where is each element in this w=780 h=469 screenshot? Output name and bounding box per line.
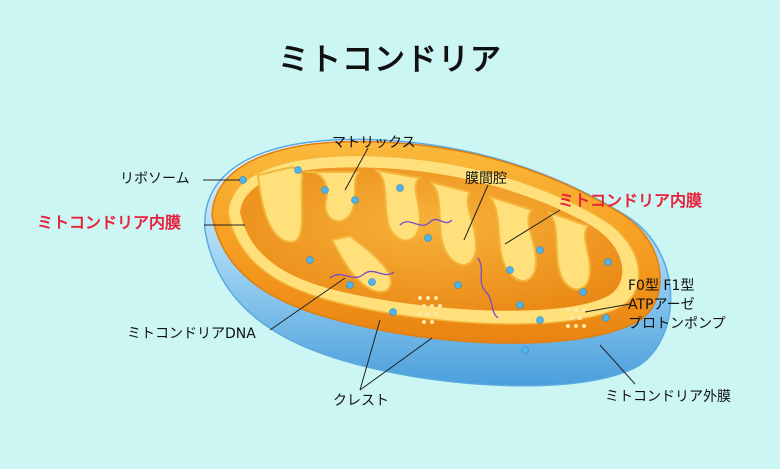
label-intermembrane-space: 膜間腔 bbox=[465, 171, 507, 187]
atp-synthase-patches bbox=[418, 296, 586, 328]
label-inner-membrane-left: ミトコンドリア内膜 bbox=[37, 213, 182, 232]
mtdna-strands bbox=[329, 218, 499, 319]
label-atp-line3: プロトンポンプ bbox=[628, 316, 726, 332]
leader-lines bbox=[203, 147, 636, 391]
label-matrix: マトリックス bbox=[332, 135, 416, 151]
label-inner-membrane-right: ミトコンドリア内膜 bbox=[558, 191, 703, 210]
cristae-folds bbox=[256, 166, 592, 293]
label-cristae: クレスト bbox=[333, 393, 389, 409]
label-atp-line1: F0型 F1型 bbox=[628, 278, 695, 294]
page-title: ミトコンドリア bbox=[278, 42, 502, 78]
label-ribosome: リボソーム bbox=[120, 171, 190, 187]
label-atp-line2: ATPアーゼ bbox=[628, 297, 695, 313]
label-mtdna: ミトコンドリアDNA bbox=[127, 326, 256, 342]
label-outer-membrane: ミトコンドリア外膜 bbox=[605, 389, 731, 405]
ribosomes bbox=[239, 166, 612, 354]
